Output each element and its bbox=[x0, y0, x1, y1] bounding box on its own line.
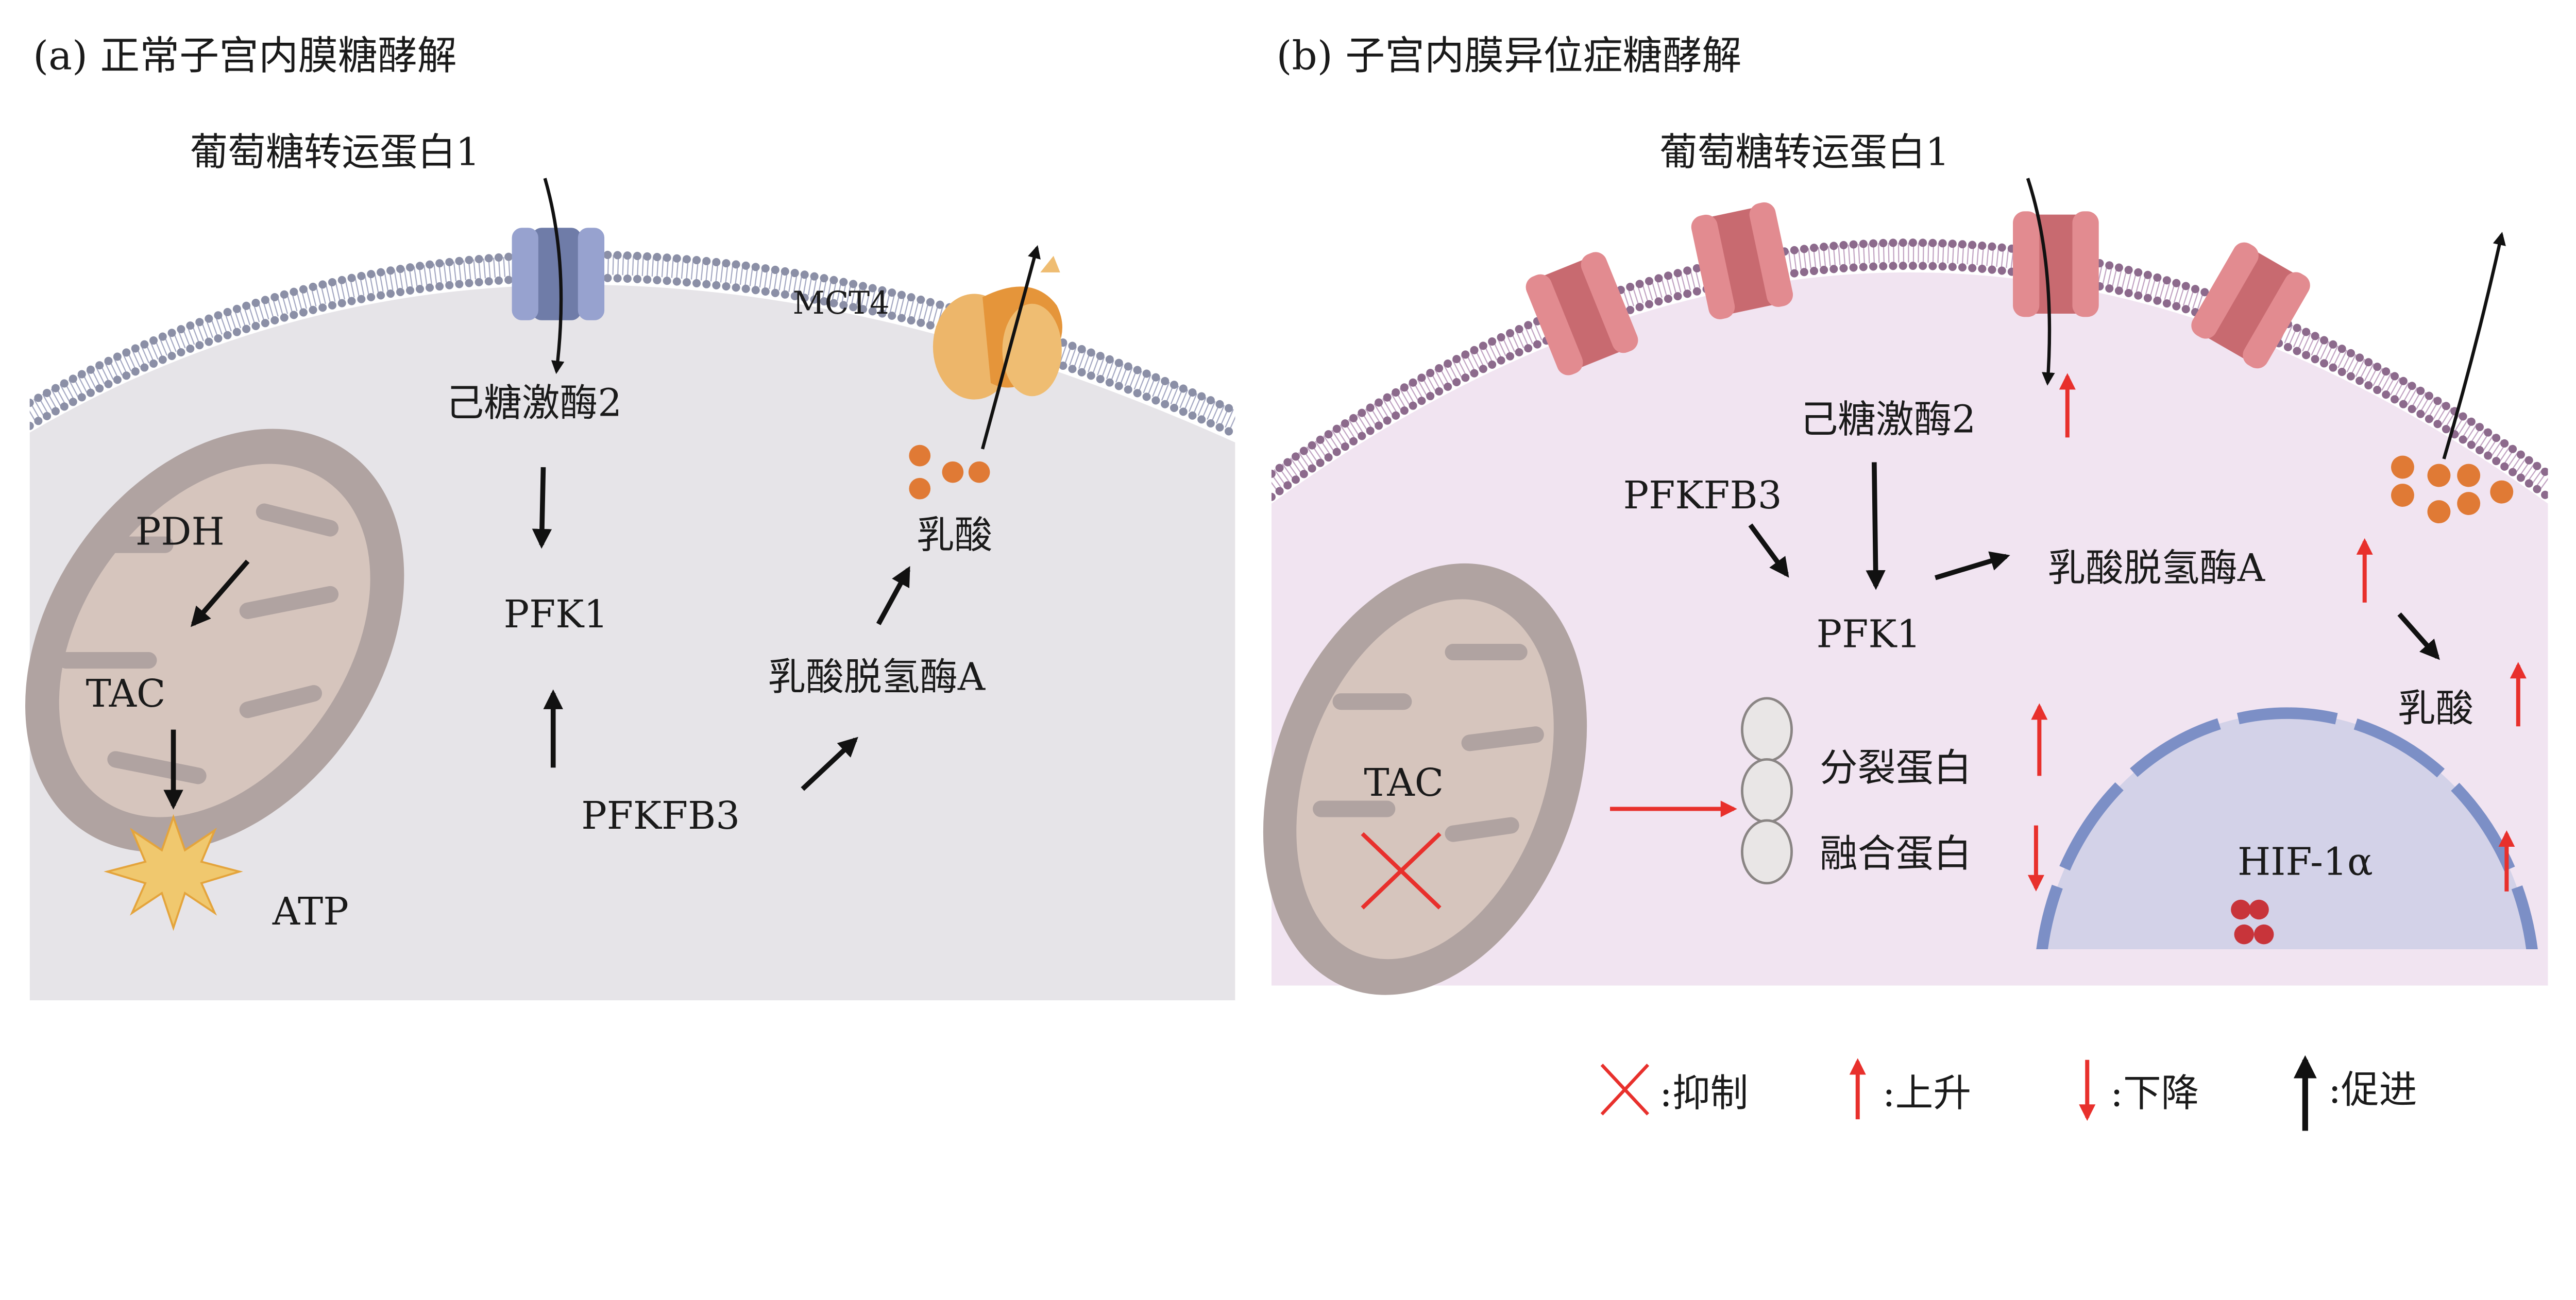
legend-increase: :上升 bbox=[1883, 1071, 1971, 1115]
panel-a-title: (a) 正常子宫内膜糖酵解 bbox=[33, 33, 456, 79]
lactate-molecules-a bbox=[909, 444, 990, 500]
lactate-molecules-b bbox=[2391, 455, 2514, 524]
lactate-label-b: 乳酸 bbox=[2398, 687, 2473, 731]
arrow-pfkfb3-ldha-a bbox=[801, 737, 858, 791]
legend-decrease: :下降 bbox=[2110, 1071, 2199, 1115]
glut1-label-a: 葡萄糖转运蛋白1 bbox=[190, 131, 480, 175]
fission-label: 分裂蛋白 bbox=[1820, 746, 1972, 790]
pfkfb3-label-b: PFKFB3 bbox=[1623, 474, 1782, 518]
glucose-arrow-b bbox=[2026, 178, 2055, 386]
hif-molecules bbox=[2231, 899, 2274, 945]
hk2-label-b: 己糖激酶2 bbox=[1800, 398, 1976, 442]
legend-inhibit-icon bbox=[1600, 1064, 1650, 1116]
glut1-transporters-b bbox=[1526, 202, 2310, 375]
lactate-export-arrow-a bbox=[980, 245, 1041, 450]
mitochondrion-a bbox=[25, 429, 404, 852]
panel-a: (a) 正常子宫内膜糖酵解 葡萄糖转运蛋白1 MCT4 己糖激酶2 PFK1 P… bbox=[25, 33, 1235, 1001]
tac-label-b: TAC bbox=[1364, 761, 1444, 805]
hif-label: HIF-1α bbox=[2238, 841, 2373, 884]
nucleus bbox=[2036, 707, 2538, 949]
ldha-label-b: 乳酸脱氢酶A bbox=[2047, 546, 2265, 590]
arrow-pfkfb3-pfk1-b bbox=[1748, 523, 1789, 578]
pfk1-label-b: PFK1 bbox=[1817, 612, 1921, 656]
atp-star-icon bbox=[104, 814, 243, 931]
glucose-arrow-a bbox=[543, 178, 565, 374]
inhibit-x-icon bbox=[1361, 832, 1442, 910]
pdh-label: PDH bbox=[135, 510, 225, 554]
legend: :抑制 :上升 :下降 :促进 bbox=[1600, 1055, 2417, 1131]
glut1-transporter-a bbox=[512, 228, 605, 320]
glycolysis-diagram: (a) 正常子宫内膜糖酵解 葡萄糖转运蛋白1 MCT4 己糖激酶2 PFK1 P… bbox=[25, 33, 2548, 1131]
ldha-label-a: 乳酸脱氢酶A bbox=[768, 656, 986, 699]
arrow-ldha-lactate-a bbox=[876, 566, 911, 625]
mct4-transporter bbox=[933, 255, 1062, 400]
mitochondrial-dynamics-proteins bbox=[1741, 697, 1793, 885]
membrane-b bbox=[1271, 238, 2548, 501]
arrow-pfk1-ldha-b bbox=[1935, 551, 2010, 580]
hk2-label-a: 己糖激酶2 bbox=[446, 382, 622, 425]
panel-b-title: (b) 子宫内膜异位症糖酵解 bbox=[1277, 33, 1742, 79]
figure: (a) 正常子宫内膜糖酵解 葡萄糖转运蛋白1 MCT4 己糖激酶2 PFK1 P… bbox=[25, 33, 2548, 1131]
arrow-hk2-pfk1-a bbox=[532, 467, 552, 549]
lactate-label-a: 乳酸 bbox=[917, 514, 992, 557]
arrow-pdh-tac bbox=[190, 559, 250, 627]
arrow-hk2-pfk1-b bbox=[1866, 462, 1886, 590]
panel-b: (b) 子宫内膜异位症糖酵解 葡萄糖转运蛋白1 己糖激酶2 PFKFB3 PFK… bbox=[1263, 33, 2548, 995]
pfk1-label-a: PFK1 bbox=[504, 593, 608, 637]
atp-label: ATP bbox=[272, 890, 349, 934]
mitochondrion-b bbox=[1263, 563, 1587, 995]
legend-promote: :促进 bbox=[2328, 1068, 2417, 1112]
tac-label-a: TAC bbox=[86, 672, 166, 716]
glut1-label-b: 葡萄糖转运蛋白1 bbox=[1659, 131, 1950, 175]
fusion-label: 融合蛋白 bbox=[1820, 832, 1972, 876]
lactate-export-arrow-b bbox=[2442, 232, 2506, 459]
pfkfb3-label-a: PFKFB3 bbox=[581, 794, 740, 838]
legend-inhibit: :抑制 bbox=[1659, 1071, 1748, 1115]
mct4-label: MCT4 bbox=[792, 285, 889, 321]
arrow-ldha-lactate-b bbox=[2397, 612, 2440, 660]
